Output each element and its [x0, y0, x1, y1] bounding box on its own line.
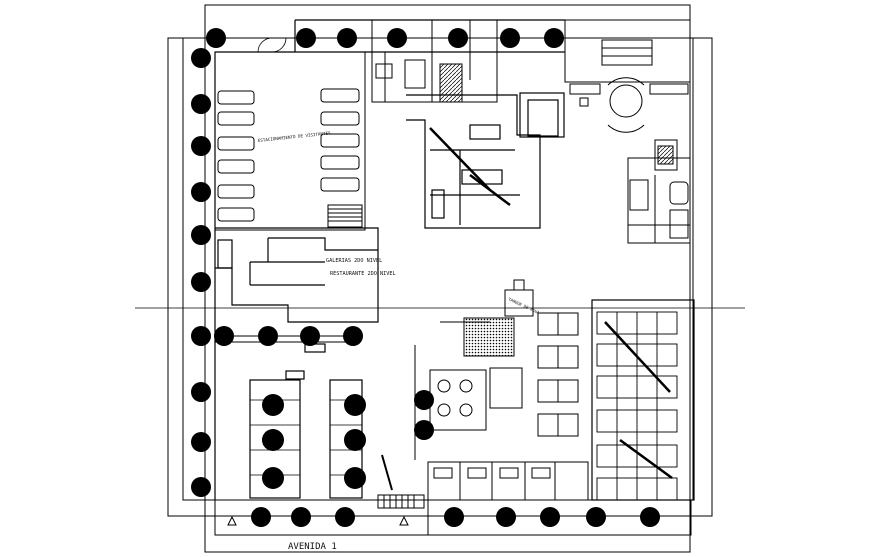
tree-icon: [191, 28, 660, 527]
gallery-restaurant-building: [215, 227, 379, 323]
parking-note-label: ESTACIONAMIENTO DE VISITANTES: [258, 130, 332, 143]
parking-garage-southeast: [591, 299, 695, 501]
restaurant-label: RESTAURANTE 2DO NIVEL: [330, 271, 396, 277]
tank-label: TANQUE DE AGUA: [508, 296, 541, 315]
south-units: [427, 461, 589, 535]
east-building: [627, 139, 691, 244]
car-icon: [537, 312, 579, 437]
gallery-label: GALERIAS 2DO NIVEL: [326, 258, 382, 264]
service-buildings-north: [371, 19, 691, 103]
water-tank: [504, 279, 534, 317]
fountain-icon: [569, 77, 689, 133]
avenue-label: AVENIDA 1: [288, 542, 337, 552]
equipment-block: [414, 317, 523, 460]
parking-bays-southwest: [249, 343, 363, 499]
staircase-icon: [227, 454, 425, 526]
parking-lot-north: [214, 51, 366, 231]
parking-blocks-center: [537, 312, 579, 437]
site-boundary: [135, 4, 745, 553]
walkway: [215, 335, 360, 343]
car-icon: [217, 88, 360, 222]
central-building: [406, 92, 565, 229]
